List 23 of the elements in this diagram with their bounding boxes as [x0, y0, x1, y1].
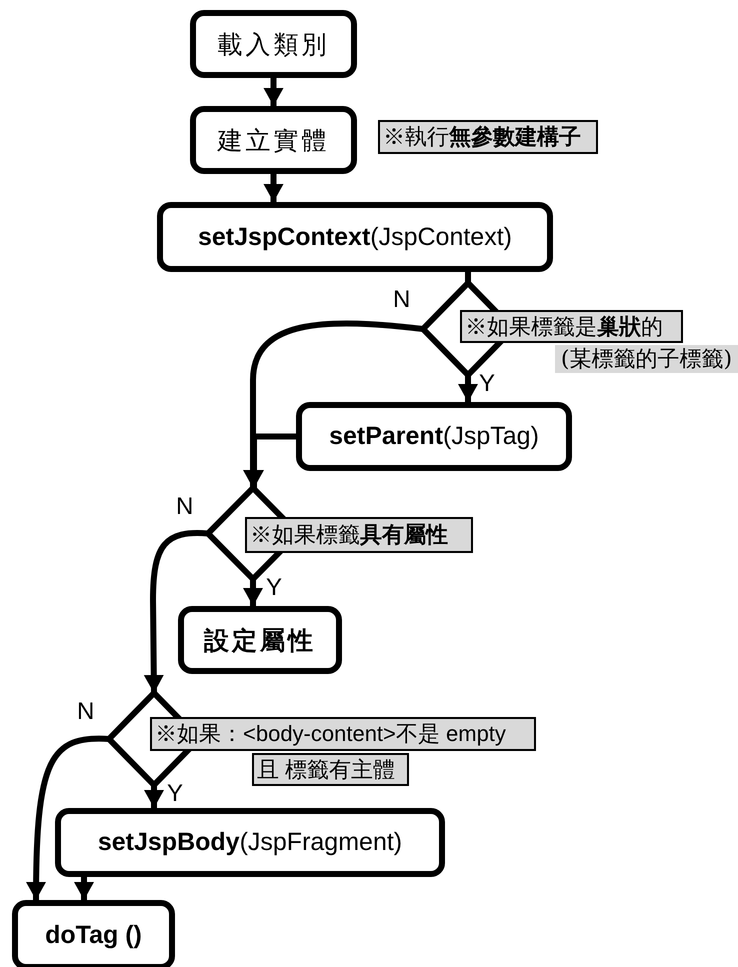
arrow	[243, 579, 263, 606]
process-box: setParent(JspTag)	[296, 402, 572, 471]
arrow	[74, 877, 94, 900]
arrow	[26, 736, 110, 900]
note-box: 且 標籤有主體	[252, 753, 409, 786]
arrow	[264, 174, 284, 202]
note-label: (某標籤的子標籤)	[555, 345, 738, 373]
note-box: ※如果標籤是巢狀的	[460, 310, 683, 343]
process-box: setJspBody(JspFragment)	[55, 808, 445, 877]
note-box: ※如果：<body-content>不是 empty	[150, 717, 536, 751]
note-box: ※如果標籤具有屬性	[245, 517, 473, 553]
process-box: 設定屬性	[178, 606, 342, 674]
arrow	[144, 530, 208, 694]
arrow	[144, 785, 164, 808]
arrow	[264, 78, 284, 106]
process-box: 建立實體	[190, 106, 357, 174]
connector-line	[465, 272, 471, 283]
arrow	[458, 375, 478, 402]
note-box: ※執行無參數建構子	[378, 120, 598, 154]
process-box: doTag ()	[12, 900, 175, 967]
process-box: setJspContext(JspContext)	[157, 202, 553, 272]
arrow	[243, 320, 424, 488]
process-box: 載入類別	[190, 10, 357, 78]
